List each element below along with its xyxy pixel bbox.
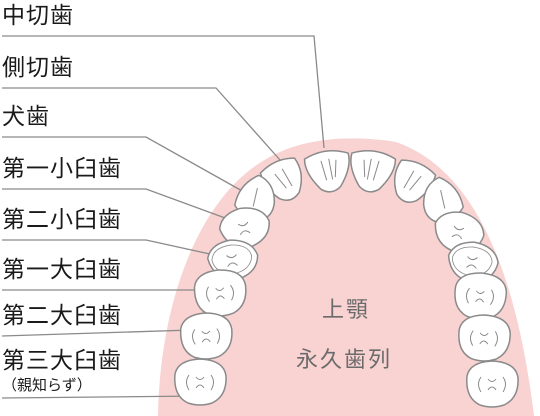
tooth-second-molar-right bbox=[179, 311, 234, 361]
label-second-molar: 第二大臼歯 bbox=[2, 303, 122, 329]
tooth-first-molar-right bbox=[192, 267, 249, 319]
label-second-premolar: 第二小臼歯 bbox=[2, 207, 122, 233]
leader-line-lateral-incisor bbox=[2, 87, 281, 161]
label-lateral-incisor: 側切歯 bbox=[2, 55, 74, 81]
leader-lines bbox=[1, 35, 325, 399]
leader-line-second-molar bbox=[1, 329, 193, 337]
tooth-first-molar-left bbox=[452, 270, 509, 322]
leader-line-central-incisor bbox=[2, 35, 325, 149]
tooth-canine-left bbox=[412, 173, 470, 231]
tooth-lateral-incisor-right bbox=[257, 151, 313, 208]
tooth-central-incisor-right bbox=[302, 147, 355, 196]
label-third-molar-note: （親知らず） bbox=[2, 376, 92, 394]
leader-line-third-molar bbox=[1, 395, 201, 399]
tooth-third-molar-left bbox=[466, 360, 519, 408]
tooth-central-incisor-left bbox=[345, 147, 398, 196]
leader-line-first-premolar bbox=[2, 188, 237, 223]
tooth-first-premolar-left bbox=[429, 206, 489, 258]
label-first-molar: 第一大臼歯 bbox=[2, 257, 122, 283]
center-title-permanent-dentition: 永久歯列 bbox=[296, 348, 393, 373]
tooth-second-molar-left bbox=[457, 313, 512, 363]
teeth bbox=[174, 147, 519, 408]
label-third-molar: 第三大臼歯 bbox=[2, 348, 122, 374]
label-first-premolar: 第一小臼歯 bbox=[2, 156, 122, 182]
center-title-upper-jaw: 上顎 bbox=[322, 298, 371, 323]
tooth-canine-right bbox=[228, 171, 286, 229]
tooth-lateral-incisor-left bbox=[383, 153, 439, 210]
tooth-third-molar-right bbox=[174, 358, 227, 406]
label-canine: 犬歯 bbox=[2, 104, 50, 130]
leader-line-canine bbox=[2, 136, 245, 193]
leader-line-second-premolar bbox=[2, 239, 229, 259]
tooth-first-premolar-right bbox=[215, 202, 275, 254]
label-central-incisor: 中切歯 bbox=[2, 3, 74, 29]
tooth-second-premolar-left bbox=[445, 238, 501, 286]
